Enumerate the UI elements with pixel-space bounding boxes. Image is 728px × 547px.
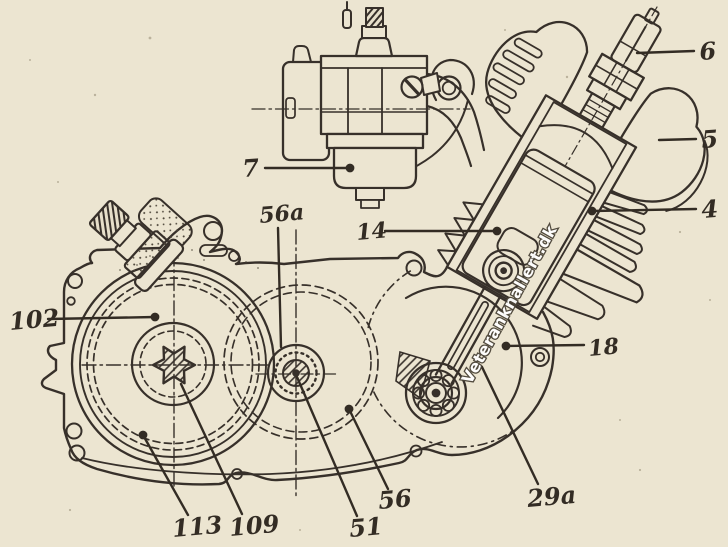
part-label-29a: 29a: [525, 480, 577, 513]
crank-web-hatch: [395, 350, 431, 400]
piston: [461, 148, 596, 307]
part-label-14: 14: [355, 217, 388, 246]
cylinder-assembly: [437, 6, 709, 339]
part-label-56a: 56a: [258, 199, 305, 229]
crankpin-bearing: [395, 350, 468, 425]
part-labels: 6 5 4 7 56a 14 102 18 29a 56 51 113 109: [8, 36, 719, 543]
part-label-18: 18: [587, 333, 620, 362]
cable-adjuster: [342, 1, 352, 29]
part-label-4: 4: [700, 194, 719, 224]
float-bowl: [325, 132, 425, 209]
carburetor: [251, 1, 486, 209]
primary-gear-and-sprocket: [223, 229, 379, 498]
part-label-56: 56: [377, 483, 413, 515]
leader-lines: [46, 49, 698, 518]
cylinder-fins-right: [532, 191, 649, 339]
part-label-51: 51: [348, 511, 384, 543]
part-label-113: 113: [171, 510, 223, 543]
clutch-adjuster: [88, 197, 193, 293]
part-label-5: 5: [700, 124, 719, 154]
part-label-7: 7: [241, 153, 260, 183]
piston-pin: [482, 249, 526, 293]
banjo-screw: [400, 72, 441, 99]
tickler-cap: [365, 7, 384, 28]
clutch-drum: [70, 251, 276, 487]
paper-speckles: [29, 29, 711, 531]
part-label-109: 109: [228, 509, 281, 542]
part-label-6: 6: [698, 36, 717, 66]
cylinder-head-fins: [485, 21, 709, 212]
cylinder-fins-left: [437, 201, 484, 267]
part-label-102: 102: [8, 303, 60, 336]
crank-chamber: [367, 268, 523, 448]
adjuster-bolt-head: [88, 199, 130, 241]
